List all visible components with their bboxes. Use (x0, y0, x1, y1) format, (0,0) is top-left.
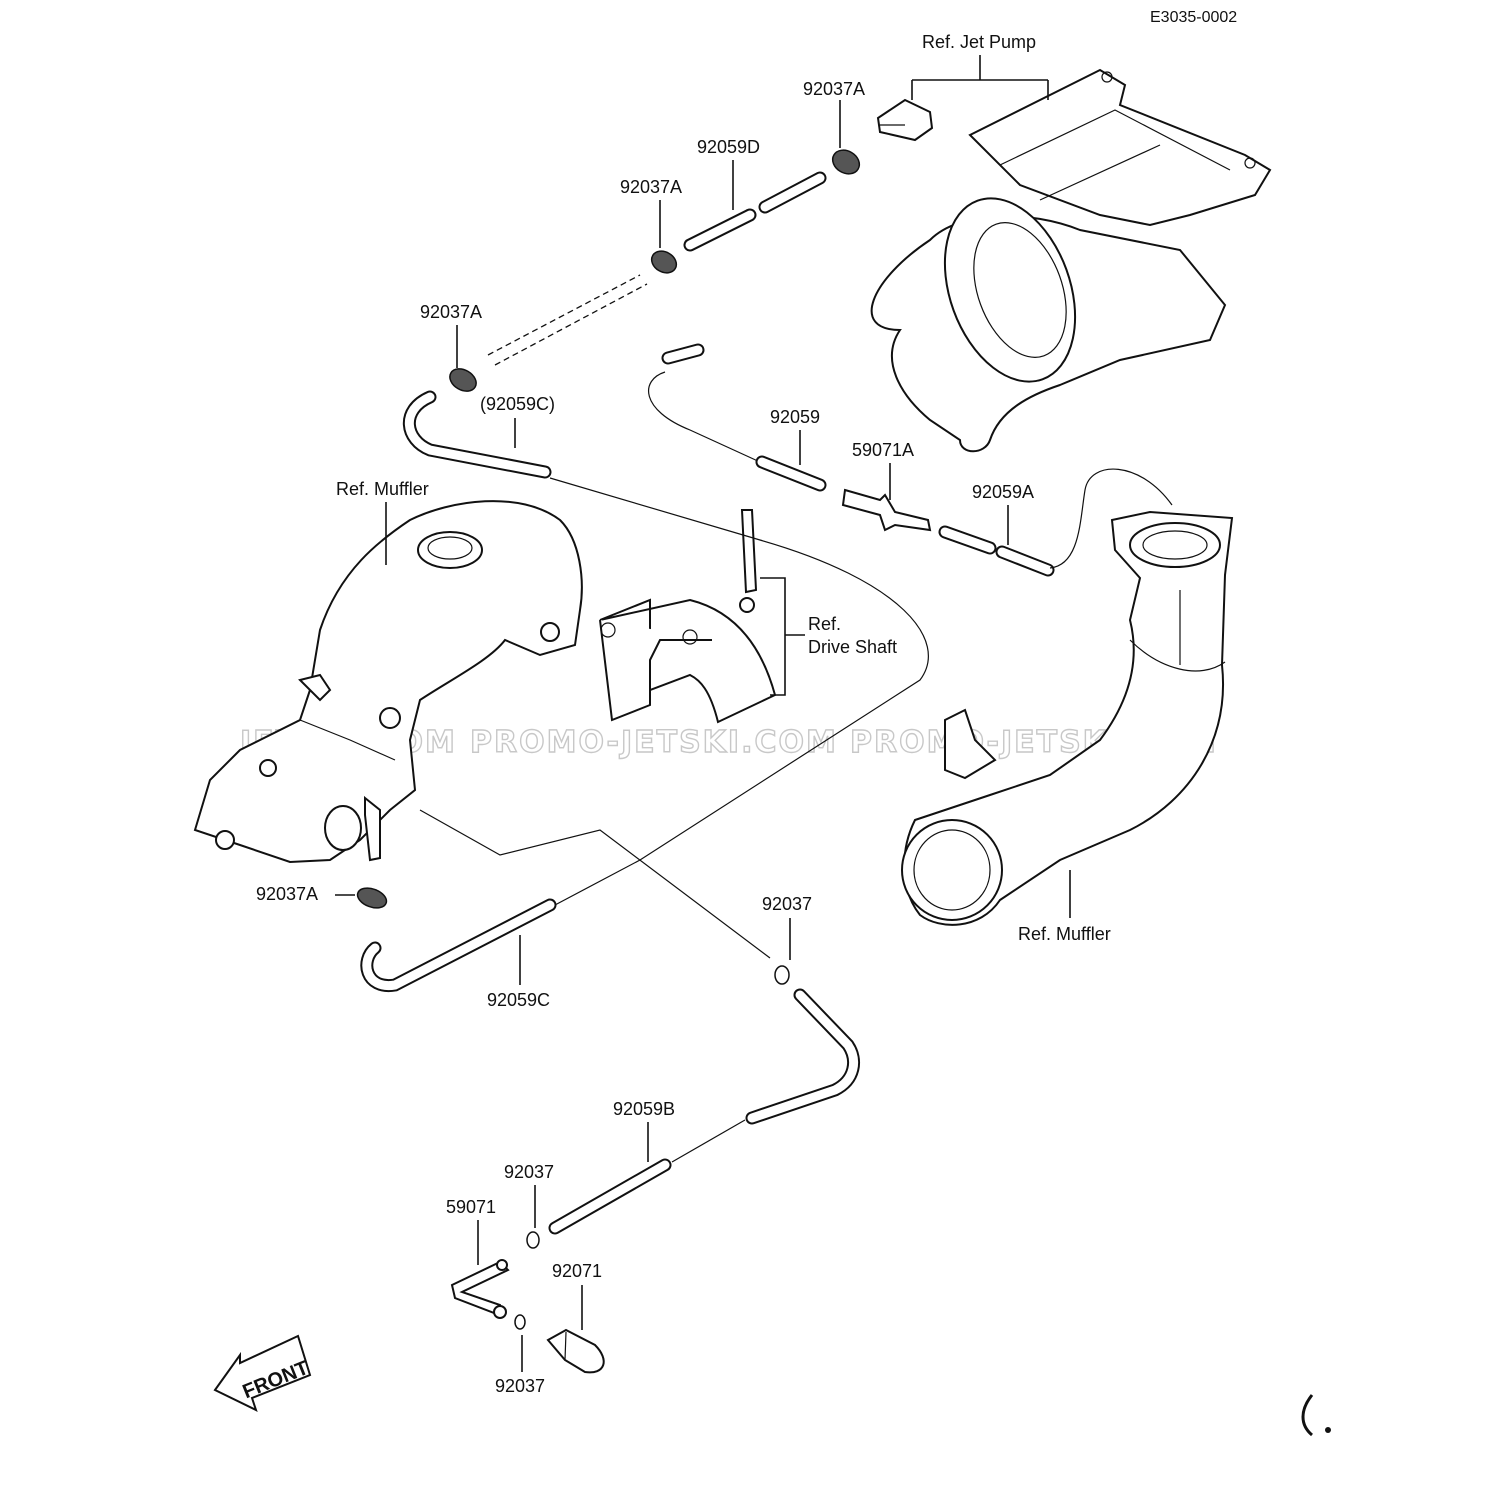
ref-muffler-left-label: Ref. Muffler (336, 479, 429, 499)
hose-clamp-92037A-bottom (356, 887, 388, 909)
label-92059C: 92059C (487, 990, 550, 1010)
hose-92059C-lower (360, 898, 557, 992)
routing-line-upper (549, 477, 929, 906)
hose-clamp-92037A-top (831, 149, 861, 175)
fitting-59071A (841, 488, 932, 532)
page-mark-dot (1325, 1427, 1331, 1433)
routing-line-lower (419, 809, 771, 959)
watermark-2: PROMO-JETSKI.COM (470, 725, 838, 760)
hose-92059B (548, 988, 861, 1235)
label-92037-low: 92037 (504, 1162, 554, 1182)
label-92037A-left: 92037A (420, 302, 482, 322)
label-92037-mid: 92037 (762, 894, 812, 914)
label-92059D: 92059D (697, 137, 760, 157)
label-59071: 59071 (446, 1197, 496, 1217)
ref-muffler-right-label: Ref. Muffler (1018, 924, 1111, 944)
clip-92037-bottom (514, 1314, 526, 1330)
drive-shaft-bracket-part (599, 509, 777, 724)
label-92037A-mid: 92037A (620, 177, 682, 197)
label-92059B: 92059B (613, 1099, 675, 1119)
clip-92037-mid (774, 965, 790, 985)
muffler-right-part (901, 510, 1234, 926)
hose-clamp-92037A-left (449, 368, 477, 392)
label-92059A: 92059A (972, 482, 1034, 502)
hose-92059-pipe (648, 343, 827, 492)
label-92037A-top: 92037A (803, 79, 865, 99)
ref-drive-shaft-label-1: Ref. (808, 614, 841, 634)
label-92071: 92071 (552, 1261, 602, 1281)
cap-92071 (546, 1328, 605, 1374)
label-92037A-bottom: 92037A (256, 884, 318, 904)
front-arrow-icon: FRONT (213, 1334, 312, 1412)
hose-clamp-92037A-mid (650, 250, 678, 274)
ref-drive-shaft-label-2: Drive Shaft (808, 637, 897, 657)
label-92059: 92059 (770, 407, 820, 427)
ref-jet-pump-leader (911, 55, 1049, 100)
page-mark (1301, 1394, 1314, 1437)
hose-92059A (938, 468, 1173, 577)
hose-dashed-extension (487, 274, 648, 366)
label-92059C-paren: (92059C) (480, 394, 555, 414)
ref-jet-pump-label: Ref. Jet Pump (922, 32, 1036, 52)
hose-92059D (683, 171, 827, 252)
clip-92037-low (526, 1231, 540, 1249)
hose-92059C-upper (402, 390, 552, 479)
fitting-59071 (450, 1259, 510, 1319)
leader-ref-drive-shaft (760, 577, 805, 696)
label-59071A: 59071A (852, 440, 914, 460)
jet-pump-part (870, 68, 1272, 453)
muffler-left-part (193, 500, 583, 864)
label-92037-bottom: 92037 (495, 1376, 545, 1396)
diagram-code: E3035-0002 (1150, 9, 1237, 26)
